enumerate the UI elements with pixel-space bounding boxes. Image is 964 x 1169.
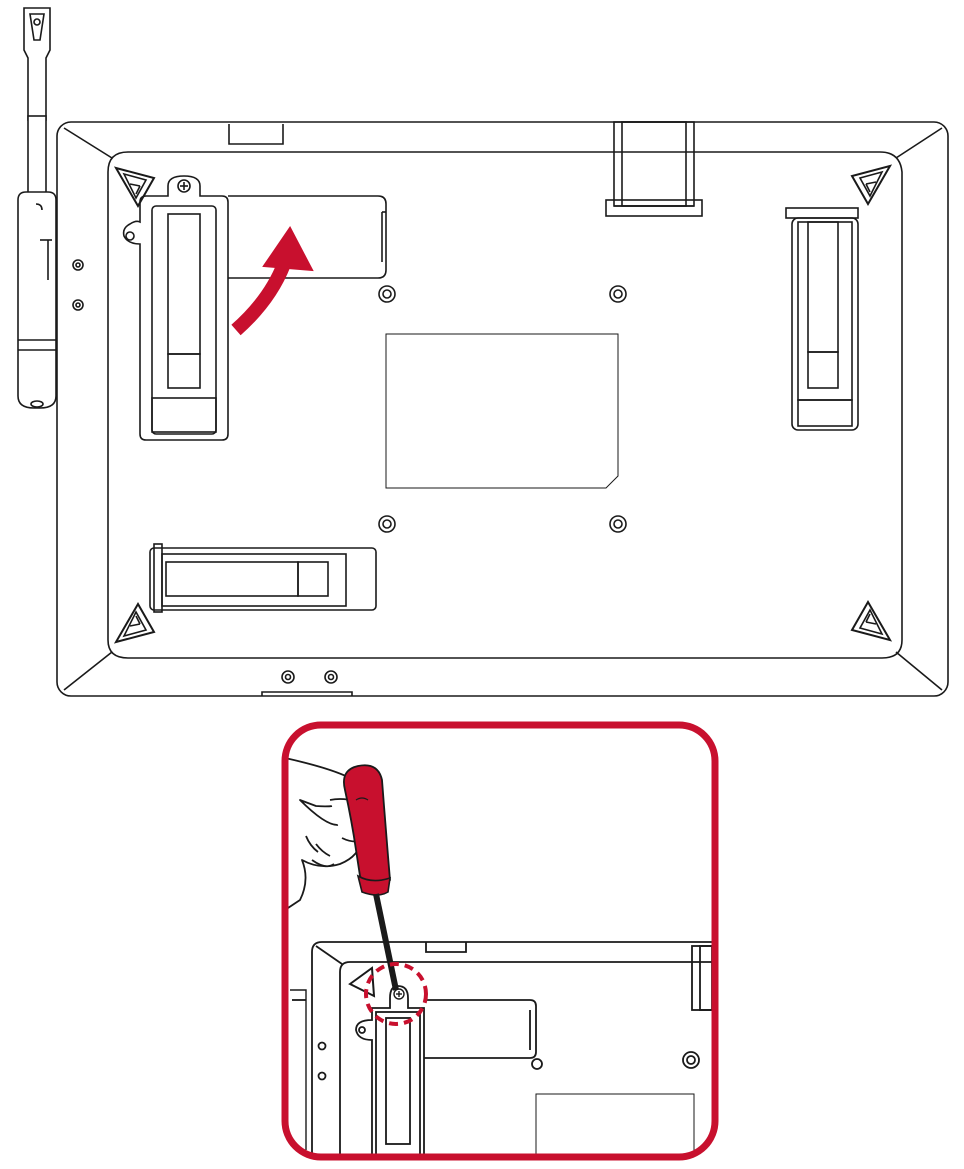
side-port — [72, 259, 84, 271]
pen-holder-left — [122, 175, 229, 441]
bottom-port — [324, 670, 338, 684]
screw-icon — [177, 179, 191, 193]
bevel-line — [895, 651, 943, 691]
dashed-circle-highlight-icon — [364, 962, 428, 1026]
corner-foot-icon — [850, 164, 893, 207]
curved-arrow-icon — [231, 226, 314, 336]
inset-frame — [281, 721, 719, 1161]
vesa-hole — [609, 285, 627, 303]
cover-plate — [228, 195, 387, 279]
back-panel — [107, 151, 903, 659]
stylus-pen-icon — [17, 7, 57, 409]
label-plate — [385, 333, 619, 489]
monitor-housing — [56, 121, 949, 697]
side-port — [72, 299, 84, 311]
inset-detail — [281, 721, 719, 1161]
monitor-back-view — [56, 121, 949, 697]
bevel-line — [63, 651, 113, 691]
vesa-hole — [609, 515, 627, 533]
corner-foot-icon — [113, 166, 156, 209]
vesa-hole — [378, 515, 396, 533]
bottom-tab — [261, 691, 353, 696]
bevel-line — [63, 127, 113, 159]
stand-hinge — [605, 121, 703, 217]
screwdriver-icon — [343, 764, 399, 991]
pen-holder-right — [785, 207, 859, 431]
screw-icon — [393, 988, 405, 1000]
corner-foot-icon — [850, 599, 893, 642]
zoomed-monitor — [290, 941, 715, 1157]
vesa-hole — [378, 285, 396, 303]
bevel-line — [895, 127, 943, 159]
top-tab — [228, 124, 284, 145]
corner-foot-icon — [113, 601, 156, 644]
bottom-port — [281, 670, 295, 684]
pen-holder-bottom — [149, 543, 377, 613]
